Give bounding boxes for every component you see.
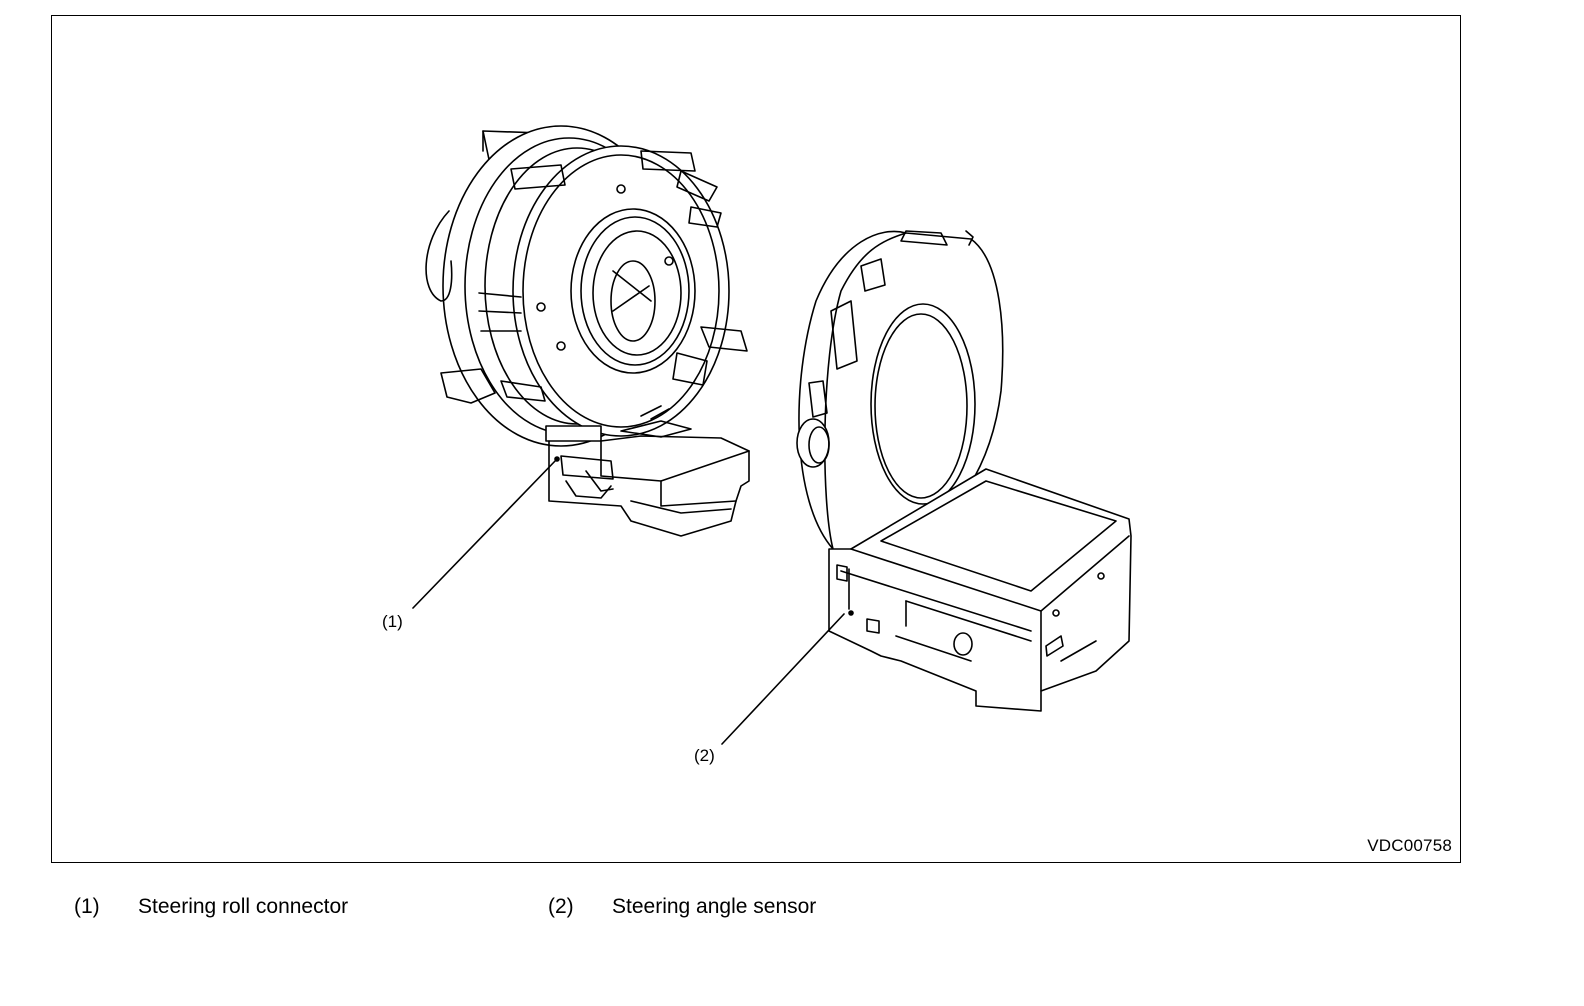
legend-item-text: Steering angle sensor — [612, 895, 817, 918]
callout-leader-2 — [721, 613, 845, 745]
figure-id-code: VDC00758 — [1367, 836, 1452, 855]
legend-item-text: Steering roll connector — [138, 895, 349, 918]
legend-item-number: (2) — [548, 895, 574, 918]
parts-illustration — [412, 125, 1132, 745]
callout-label-1: (1) — [382, 612, 403, 631]
legend: (1) Steering roll connector (2) Steering… — [0, 895, 1584, 925]
legend-item-number: (1) — [74, 895, 100, 918]
steering-angle-sensor-drawing — [796, 230, 1132, 712]
callout-leader-1 — [412, 458, 558, 609]
callout-label-2: (2) — [694, 746, 715, 765]
figure-frame: (1) (2) VDC00758 — [51, 15, 1461, 863]
steering-roll-connector-drawing — [425, 125, 750, 537]
